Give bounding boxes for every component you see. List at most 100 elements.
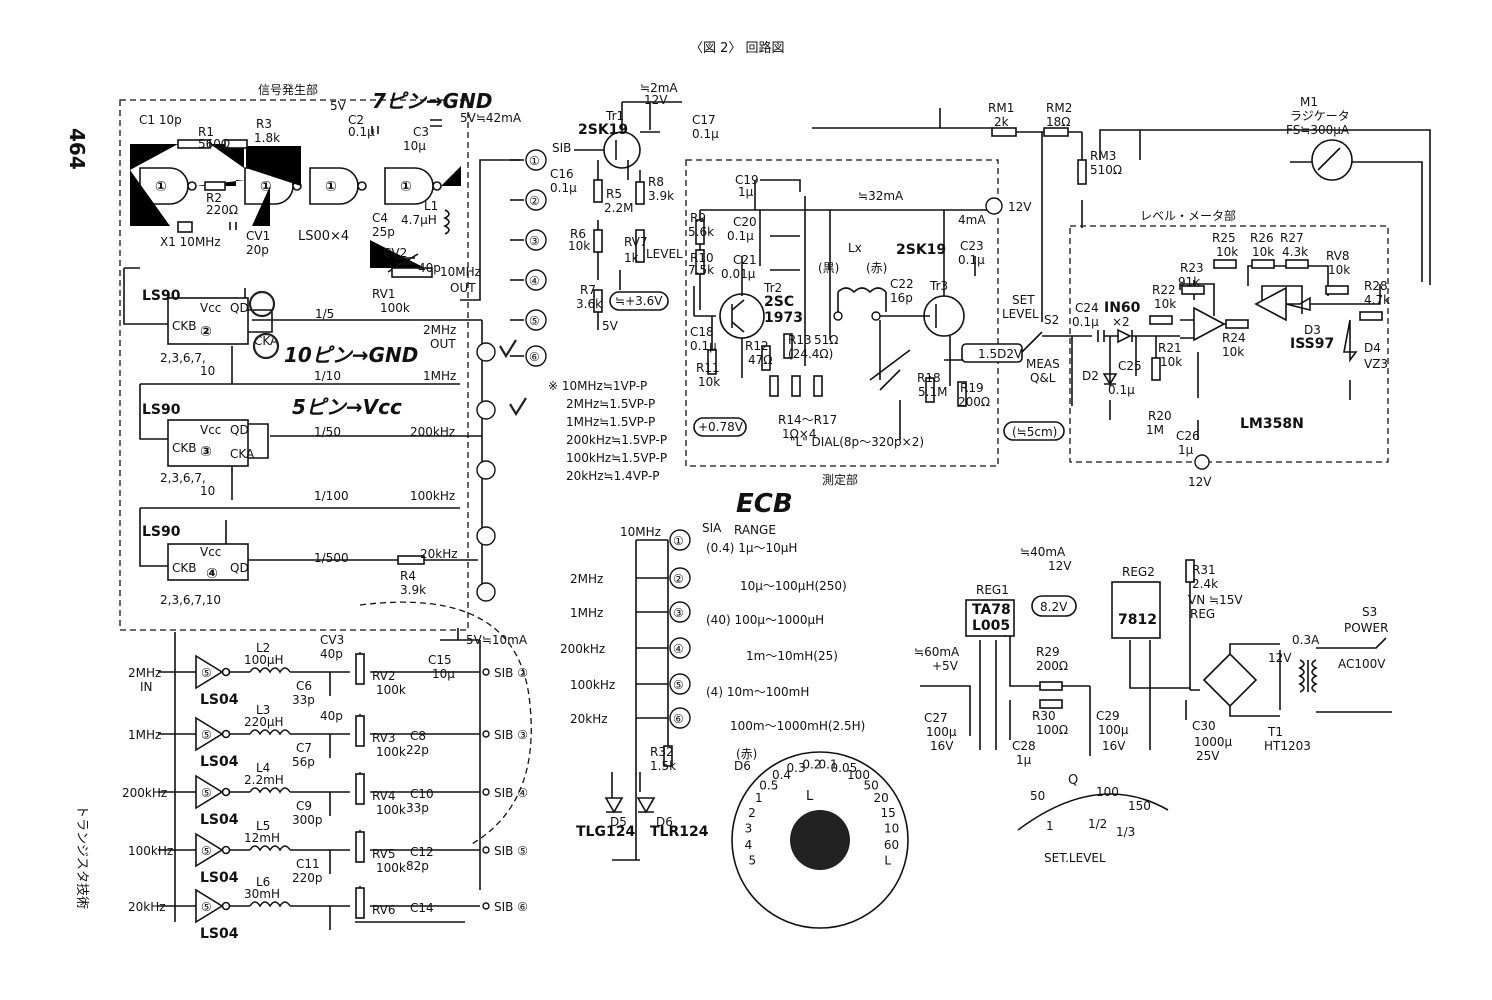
out-label: OUT (450, 281, 476, 295)
10mhz-label: 10MHz (440, 265, 481, 279)
ls04-label: LS04 (200, 692, 239, 708)
tr1-label: Tr1 (605, 109, 624, 123)
dial-mark: 5 (748, 854, 756, 868)
r12-label: R12 (745, 339, 769, 353)
ls04-label: LS04 (200, 812, 239, 828)
counter-4 (139, 507, 478, 581)
vcc-5v-label: 5V (330, 99, 347, 113)
tr3-fet (869, 210, 1004, 440)
range-position-1[interactable] (669, 529, 691, 551)
reg1-box (965, 599, 1015, 637)
range-position-number: ③ (673, 606, 684, 620)
inductor-value: 12mH (244, 831, 280, 845)
range-position-5[interactable] (669, 673, 691, 695)
r19-label: R19 (960, 381, 984, 395)
c15-label: C15 (428, 653, 452, 667)
c30-value: 1000μ (1194, 735, 1233, 749)
dial-mark: 0.4 (772, 768, 791, 782)
out-1mhz: 1MHz (423, 369, 456, 383)
r29-label: R29 (1036, 645, 1060, 659)
buffer-rails (174, 628, 481, 923)
out-100khz: 100kHz (410, 489, 455, 503)
q-scale-arc (1017, 793, 1169, 831)
c26-value: 1μ (1178, 443, 1194, 457)
trim-pot[interactable] (355, 715, 365, 747)
dial-red-led: (赤) (736, 747, 757, 761)
cap-value: 220p (292, 871, 323, 885)
trim-pot[interactable] (355, 887, 365, 919)
rv-label: RV2 (372, 669, 396, 683)
c21-value: 0.01μ (721, 267, 756, 281)
sib-terminal[interactable] (482, 902, 490, 910)
inductor-label: L4 (256, 761, 270, 775)
ls90-2-cka: CKA (254, 334, 279, 348)
lx-red: (赤) (866, 261, 887, 275)
jack-3[interactable] (525, 229, 547, 251)
r13-parallel: (24.4Ω) (788, 347, 833, 361)
dial-l-letter: L (806, 789, 814, 804)
range-position-6[interactable] (669, 707, 691, 729)
power-switch-label[interactable]: POWER (1344, 621, 1388, 635)
c2-label: C2 (348, 113, 364, 127)
dial-mark: 0.1 (819, 758, 838, 772)
range-position-2[interactable] (669, 567, 691, 589)
c20-label: C20 (733, 215, 757, 229)
range-header: RANGE (734, 523, 776, 537)
range-position-3[interactable] (669, 601, 691, 623)
trim-pot[interactable] (355, 831, 365, 863)
5v-label: 5V (602, 319, 619, 333)
amplitude-note: 100kHz≒1.5VP-P (566, 451, 667, 465)
v36-bubble (609, 291, 669, 311)
rm2-label: RM2 (1046, 101, 1072, 115)
amplitude-note: 200kHz≒1.5VP-P (566, 433, 667, 447)
in60-label: IN60 (1104, 300, 1141, 316)
v078-bubble (693, 417, 747, 437)
coax-length-bubble (1003, 421, 1065, 441)
jack-2[interactable] (525, 189, 547, 211)
dial-knob[interactable] (790, 810, 850, 870)
r24-value: 10k (1222, 345, 1244, 359)
trim-pot[interactable] (355, 653, 365, 685)
sib-terminal[interactable] (482, 668, 490, 676)
dial-mark: 0.5 (759, 778, 778, 792)
r19-value: 200Ω (958, 395, 990, 409)
inductor-value: 220μH (244, 715, 284, 729)
r29-value: 200Ω (1036, 659, 1068, 673)
amplitude-note: 20kHz≒1.4VP-P (566, 469, 659, 483)
buffer-wire (158, 886, 480, 930)
c19-label: C19 (735, 173, 759, 187)
r6-label: R6 (570, 227, 586, 241)
r11-value: 10k (698, 375, 720, 389)
trim-pot[interactable] (355, 773, 365, 805)
r25-label: R25 (1212, 231, 1236, 245)
range-position-4[interactable] (669, 637, 691, 659)
sib-terminal[interactable] (482, 730, 490, 738)
jack-6[interactable] (525, 345, 547, 367)
rv-value: 100k (376, 803, 406, 817)
lx-terminal-red[interactable] (871, 311, 881, 321)
ls90-4-qd: QD (230, 561, 249, 575)
meas-label: MEAS (1026, 357, 1060, 371)
shunt-cap-label: C14 (410, 901, 434, 915)
rm3-resistor (1077, 159, 1087, 185)
sib-terminal[interactable] (482, 788, 490, 796)
buffer-wire (158, 714, 480, 758)
oscillator-parts (177, 119, 450, 278)
jack-5[interactable] (525, 309, 547, 331)
inverter-number: ⑤ (201, 786, 212, 800)
shunt-cap-value: 22p (406, 743, 429, 757)
r27-value: 4.3k (1282, 245, 1308, 259)
buffer-wire (158, 652, 480, 696)
jack-4[interactable] (525, 269, 547, 291)
d5-label: D5 (610, 815, 627, 829)
range-description: 10μ～100μH(250) (740, 579, 847, 593)
ls90-2-label: LS90 (142, 288, 181, 304)
jack-1[interactable] (525, 149, 547, 171)
amplitude-note: 1MHz≒1.5VP-P (566, 415, 655, 429)
lx-terminal-black[interactable] (833, 311, 843, 321)
inductor-label: L2 (256, 641, 270, 655)
lx-black: (黒) (818, 261, 839, 275)
tr2-transistor (693, 179, 990, 397)
s2-switch[interactable] (1021, 331, 1073, 406)
sib-terminal[interactable] (482, 846, 490, 854)
